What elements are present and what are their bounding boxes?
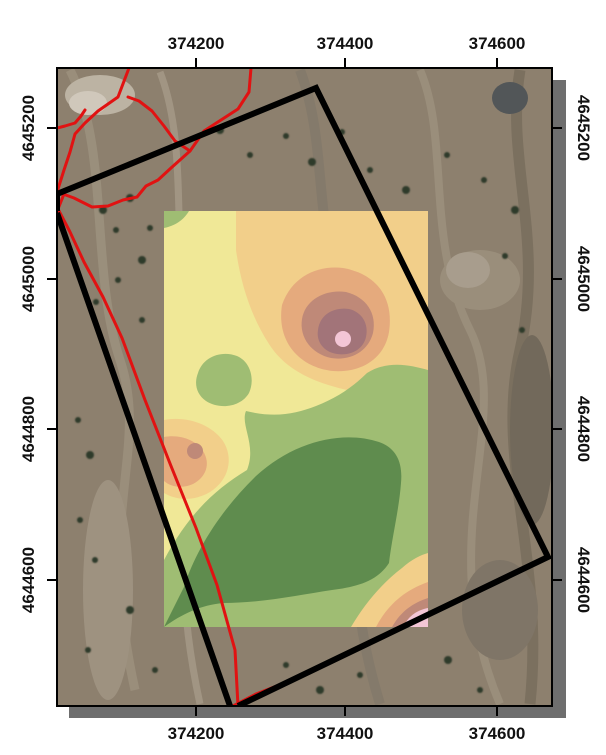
contour-green-corner-nw [164, 211, 189, 228]
top-x-label-2: 374400 [317, 34, 374, 53]
bottom-x-label-1: 374200 [168, 724, 225, 743]
contour-green-small-west [196, 353, 252, 407]
contour-raster [164, 211, 428, 627]
right-y-ticks [552, 127, 562, 581]
left-y-label-2: 4645000 [19, 246, 38, 312]
right-y-label-3: 4644800 [574, 396, 593, 462]
map-content [57, 68, 552, 706]
right-y-label-4: 4644600 [574, 547, 593, 613]
aerial-tree-dots [75, 126, 525, 694]
top-x-label-3: 374600 [469, 34, 526, 53]
right-y-label-2: 4645000 [574, 246, 593, 312]
contour-peak-pink [335, 331, 351, 347]
top-x-label-1: 374200 [168, 34, 225, 53]
right-y-label-1: 4645200 [574, 95, 593, 161]
contour-darkgreen-central [164, 437, 402, 627]
bottom-x-label-3: 374600 [469, 724, 526, 743]
bottom-x-ticks [195, 706, 498, 716]
black-boundary-polygon [57, 84, 552, 706]
contour-spot-west [187, 443, 203, 459]
left-y-label-1: 4645200 [19, 95, 38, 161]
map-frame [56, 67, 553, 707]
black-boundary-west-diagonal [57, 212, 233, 706]
frame-shadow-right [552, 80, 566, 716]
frame-shadow-bottom [69, 706, 566, 718]
left-y-label-4: 4644600 [19, 547, 38, 613]
left-y-ticks [47, 127, 57, 581]
top-x-ticks [195, 58, 498, 68]
left-y-label-3: 4644800 [19, 396, 38, 462]
bottom-x-label-2: 374400 [317, 724, 374, 743]
